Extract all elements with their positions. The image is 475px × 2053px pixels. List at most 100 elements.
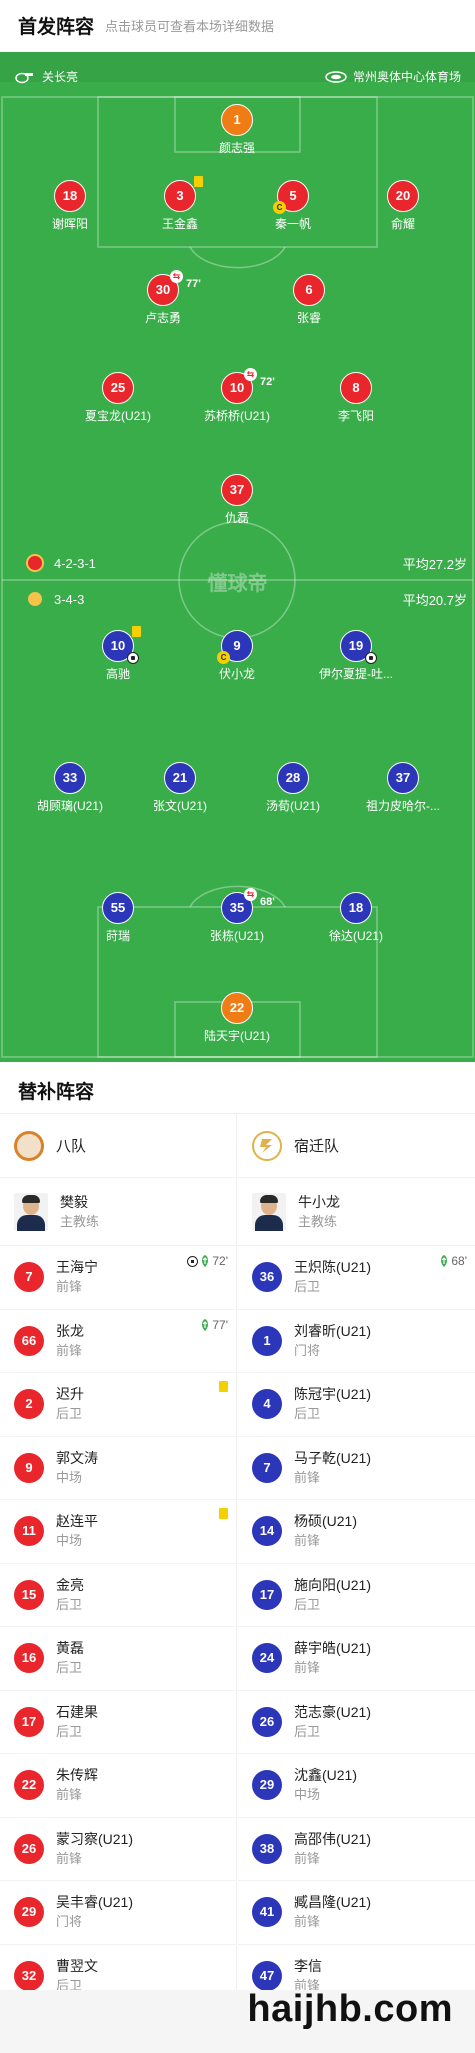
player-number: 29	[14, 1897, 44, 1928]
home-formation: 4-2-3-1	[54, 555, 96, 571]
player-name: 王炽陈(U21)	[294, 1259, 372, 1276]
player-name: 李信	[294, 1957, 322, 1974]
player-name: 张栋(U21)	[209, 929, 264, 943]
player-number: 18	[340, 892, 372, 924]
sub-player-row[interactable]: 38 高邵伟(U21) 前锋	[238, 1818, 475, 1881]
player-position: 前锋	[294, 1850, 321, 1866]
player-name: 莳瑞	[105, 929, 130, 943]
home-player[interactable]: 30⇆77' 卢志勇	[98, 270, 228, 326]
player-number: 24	[252, 1643, 282, 1674]
player-position: 前锋	[56, 1787, 83, 1803]
away-player[interactable]: 35⇆68' 张栋(U21)	[172, 888, 302, 944]
away-player[interactable]: 28 汤荀(U21)	[228, 762, 358, 814]
player-position: 前锋	[56, 1342, 83, 1358]
player-number: 36	[252, 1262, 282, 1293]
away-player[interactable]: 33 胡顾璃(U21)	[5, 762, 135, 814]
away-avg-age: 平均20.7岁	[402, 593, 467, 608]
player-number: 11	[14, 1516, 44, 1547]
player-events: 72'	[187, 1254, 228, 1268]
player-position: 后卫	[294, 1723, 321, 1739]
home-player[interactable]: 20 俞耀	[338, 180, 468, 232]
player-events	[219, 1381, 228, 1392]
sub-out-icon: ⇆	[244, 888, 257, 901]
away-player[interactable]: 37 祖力皮哈尔-...	[338, 762, 468, 814]
player-name: 王金鑫	[161, 217, 198, 231]
player-name: 黄磊	[56, 1640, 84, 1657]
player-number: 18	[54, 180, 86, 212]
away-player[interactable]: 21 张文(U21)	[115, 762, 245, 814]
home-player[interactable]: 37 仇磊	[172, 474, 302, 526]
away-player[interactable]: 10 高驰	[53, 626, 183, 682]
player-name: 高邵伟(U21)	[294, 1830, 372, 1847]
player-name: 石建果	[56, 1703, 98, 1720]
substitutes-header: 替补阵容	[0, 1062, 475, 1114]
player-name: 迟升	[56, 1386, 84, 1403]
home-player[interactable]: 18 谢晖阳	[5, 180, 135, 232]
yellow-card-icon	[132, 626, 141, 637]
away-player[interactable]: 22 陆天宇(U21)	[172, 992, 302, 1044]
player-number: 25	[102, 372, 134, 404]
goal-ball-icon	[127, 652, 139, 664]
player-number: 6	[293, 274, 325, 306]
player-number: 38	[252, 1833, 282, 1864]
player-number: 17	[252, 1579, 282, 1610]
home-player[interactable]: 6 张睿	[244, 274, 374, 326]
home-coach-row[interactable]: 樊毅 主教练	[0, 1178, 236, 1246]
watermark: haijhb.com	[247, 1988, 453, 2030]
away-player[interactable]: 19 伊尔夏提-吐...	[291, 630, 421, 682]
player-name: 张睿	[296, 311, 321, 325]
player-number: 55	[102, 892, 134, 924]
player-events	[219, 1508, 228, 1519]
player-number: 32	[14, 1960, 44, 1991]
away-player[interactable]: 55 莳瑞	[53, 892, 183, 944]
away-player[interactable]: 18 徐达(U21)	[291, 892, 421, 944]
home-player[interactable]: 25 夏宝龙(U21)	[53, 372, 183, 424]
away-coach-row[interactable]: 牛小龙 主教练	[238, 1178, 475, 1246]
player-name: 卢志勇	[144, 311, 181, 325]
player-number: 37	[387, 762, 419, 794]
home-player[interactable]: 1 颜志强	[172, 104, 302, 156]
player-number: 14	[252, 1516, 282, 1547]
player-name: 臧昌隆(U21)	[294, 1894, 372, 1911]
coach-avatar	[14, 1192, 48, 1231]
player-name: 伏小龙	[218, 667, 255, 681]
sub-out-time: 77'	[186, 278, 201, 290]
player-name: 金亮	[56, 1576, 84, 1593]
sub-in-icon	[202, 1318, 209, 1331]
home-player[interactable]: 8 李飞阳	[291, 372, 421, 424]
away-team-row[interactable]: 宿迁队	[238, 1114, 475, 1178]
player-name: 施向阳(U21)	[294, 1576, 372, 1593]
player-name: 陆天宇(U21)	[203, 1029, 270, 1043]
player-name: 徐达(U21)	[328, 929, 383, 943]
home-player[interactable]: 3 王金鑫	[115, 176, 245, 232]
away-team-name: 宿迁队	[294, 1138, 340, 1155]
player-name: 苏桥桥(U21)	[203, 409, 270, 423]
home-team-row[interactable]: 八队	[0, 1114, 236, 1178]
home-player[interactable]: 10⇆72' 苏桥桥(U21)	[172, 368, 302, 424]
